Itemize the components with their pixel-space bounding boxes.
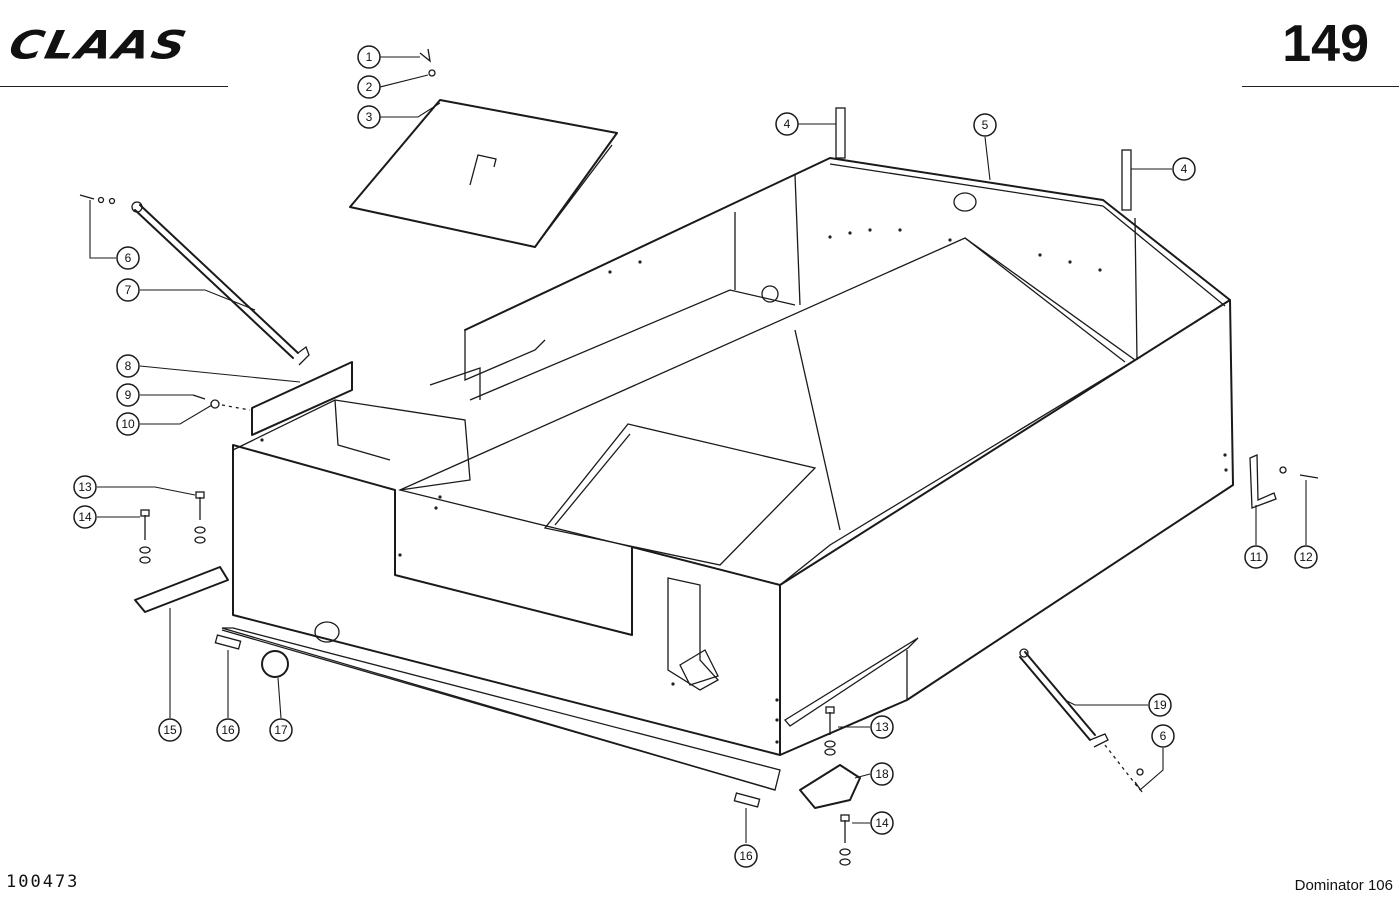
part-corner-post-left [835, 107, 846, 159]
callout-19: 19 [1148, 693, 1172, 717]
svg-text:4: 4 [1181, 162, 1188, 176]
svg-text:13: 13 [875, 720, 889, 734]
svg-text:7: 7 [125, 283, 132, 297]
svg-text:12: 12 [1299, 550, 1313, 564]
callout-3: 3 [357, 105, 381, 129]
callout-14b: 14 [870, 811, 894, 835]
svg-text:17: 17 [274, 723, 288, 737]
svg-text:5: 5 [982, 118, 989, 132]
svg-text:9: 9 [125, 388, 132, 402]
tank-front-hole [314, 621, 340, 643]
svg-text:14: 14 [875, 816, 889, 830]
leader-lines [89, 56, 1307, 843]
svg-text:6: 6 [125, 251, 132, 265]
callout-17: 17 [269, 718, 293, 742]
tank-inner-slope [398, 237, 1137, 586]
callout-14a: 14 [73, 505, 97, 529]
header-rule-left [0, 86, 228, 87]
callout-7: 7 [116, 278, 140, 302]
part-pin [428, 69, 436, 77]
callout-6a: 6 [116, 246, 140, 270]
callout-10: 10 [116, 412, 140, 436]
svg-text:16: 16 [739, 849, 753, 863]
part-bolt-right [1299, 474, 1319, 479]
callout-12: 12 [1294, 545, 1318, 569]
callout-5: 5 [973, 113, 997, 137]
part-cover-lid [349, 99, 618, 248]
part-corner-post-right [1121, 149, 1132, 211]
part-screw [192, 394, 206, 400]
part-washer [210, 399, 220, 409]
part-bracket-right [1249, 454, 1277, 509]
tank-auger-bracket [667, 577, 720, 691]
drawing-number: 100473 [6, 872, 80, 892]
svg-text:4: 4 [784, 117, 791, 131]
callout-13b: 13 [870, 715, 894, 739]
svg-text:6: 6 [1160, 729, 1167, 743]
callout-13a: 13 [73, 475, 97, 499]
svg-text:8: 8 [125, 359, 132, 373]
callout-1: 1 [357, 45, 381, 69]
svg-text:1: 1 [366, 50, 373, 64]
part-clip [419, 48, 431, 63]
tank-lower-flange [784, 637, 919, 727]
tank-rivets [260, 228, 1228, 744]
part-bolt-set-6b [1104, 744, 1144, 793]
tank-body [221, 157, 1234, 791]
callout-18: 18 [870, 762, 894, 786]
part-pad-left [214, 634, 242, 650]
tank-back-hole [953, 192, 977, 212]
model-name: Dominator 106 [1294, 877, 1393, 894]
callout-16b: 16 [734, 844, 758, 868]
svg-text:16: 16 [221, 723, 235, 737]
header-rule-right [1242, 86, 1399, 87]
part-bolts-left [139, 491, 206, 564]
callout-11: 11 [1244, 545, 1268, 569]
tank-back-rail [464, 157, 1231, 331]
callout-16a: 16 [216, 718, 240, 742]
callout-2: 2 [357, 75, 381, 99]
callout-4b: 4 [1172, 157, 1196, 181]
part-pad-right [733, 792, 761, 808]
part-plate [251, 361, 353, 436]
callout-4a: 4 [775, 112, 799, 136]
tank-floor-opening [543, 423, 817, 566]
part-stay-rod [131, 201, 310, 366]
svg-text:19: 19 [1153, 698, 1167, 712]
part-bracket-left [134, 566, 229, 613]
svg-text:13: 13 [78, 480, 92, 494]
svg-text:2: 2 [366, 80, 373, 94]
tank-front-wall [232, 444, 781, 756]
part-bolt-set-6a [79, 194, 116, 205]
svg-text:18: 18 [875, 767, 889, 781]
callout-15: 15 [158, 718, 182, 742]
svg-text:3: 3 [366, 110, 373, 124]
svg-text:10: 10 [121, 417, 135, 431]
part-bracket-bottom [799, 764, 861, 809]
callout-8: 8 [116, 354, 140, 378]
tank-bottom-lip [221, 627, 781, 791]
page-number: 149 [1282, 15, 1369, 73]
callout-6b: 6 [1151, 724, 1175, 748]
tank-right-wall [779, 299, 1234, 756]
part-ring [261, 650, 289, 678]
callout-9: 9 [116, 383, 140, 407]
svg-text:15: 15 [163, 723, 177, 737]
part-stay-rod-right [1019, 648, 1109, 748]
svg-text:11: 11 [1250, 550, 1263, 564]
part-bolts-bottom [824, 706, 851, 866]
svg-text:14: 14 [78, 510, 92, 524]
